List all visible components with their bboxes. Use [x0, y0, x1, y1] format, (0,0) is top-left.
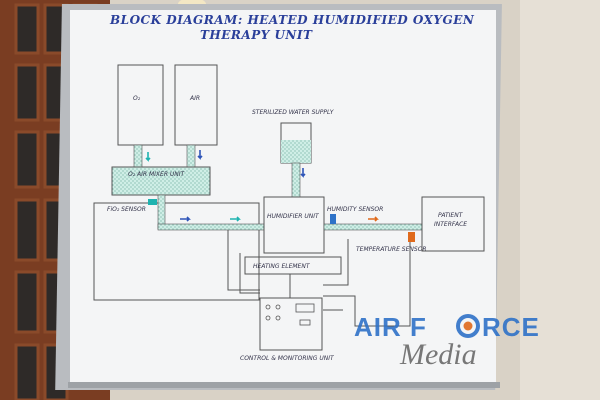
water-pipe: [291, 162, 301, 198]
water-tank-fill: [281, 140, 311, 163]
diagram-title-line2: THERAPY UNIT: [200, 28, 313, 42]
control-unit-label: CONTROL & MONITORING UNIT: [240, 355, 335, 362]
arrow-gas-2: [230, 216, 241, 222]
air-force-media-watermark: AIR F RCE Media: [354, 312, 540, 371]
heating-element-label: HEATING ELEMENT: [253, 263, 311, 270]
watermark-media-text: Media: [399, 338, 477, 371]
diagram-title-line1: BLOCK DIAGRAM: HEATED HUMIDIFIED OXYGEN: [109, 13, 475, 27]
arrow-o2-down: [145, 152, 151, 162]
fio2-sensor-label: FiO₂ SENSOR: [107, 206, 146, 213]
o2-pipe: [133, 144, 143, 168]
arrow-water-down: [300, 168, 306, 178]
humidifier-unit: [263, 196, 325, 254]
o2-tank-label: O₂: [133, 95, 141, 102]
watermark-air-text: AIR F: [354, 312, 427, 342]
mixer-unit-label: O₂ AIR MIXER UNIT: [128, 171, 186, 178]
humidity-sensor-label: HUMIDITY SENSOR: [327, 206, 383, 213]
air-tank: [174, 64, 218, 146]
arrow-air-down: [197, 150, 203, 160]
humidifier-unit-label: HUMIDIFIER UNIT: [267, 213, 320, 220]
patient-interface-label-1: PATIENT: [438, 212, 464, 219]
heating-element: [244, 256, 342, 275]
water-supply-label: STERILIZED WATER SUPPLY: [252, 109, 335, 116]
control-wiring: [227, 230, 411, 327]
air-tank-label: AIR: [189, 95, 200, 102]
watermark-rce-text: RCE: [482, 312, 540, 342]
air-pipe: [186, 144, 196, 168]
fio2-loop: [93, 202, 260, 301]
arrow-gas-3: [368, 216, 379, 222]
gas-line-to-patient: [323, 223, 423, 231]
patient-interface: [421, 196, 485, 252]
mixer-unit: [111, 166, 211, 196]
humidity-sensor-marker: [330, 214, 336, 224]
wall-shade: [520, 0, 600, 400]
patient-interface-label-2: INTERFACE: [434, 221, 467, 228]
arrow-gas-1: [180, 216, 191, 222]
fio2-sensor-marker: [148, 199, 157, 205]
gas-line-to-humidifier: [157, 223, 265, 231]
temperature-sensor-label: TEMPERATURE SENSOR: [356, 246, 427, 253]
whiteboard-tray: [68, 382, 500, 388]
control-panel-knobs: [265, 303, 315, 326]
temperature-sensor-marker: [408, 232, 415, 242]
